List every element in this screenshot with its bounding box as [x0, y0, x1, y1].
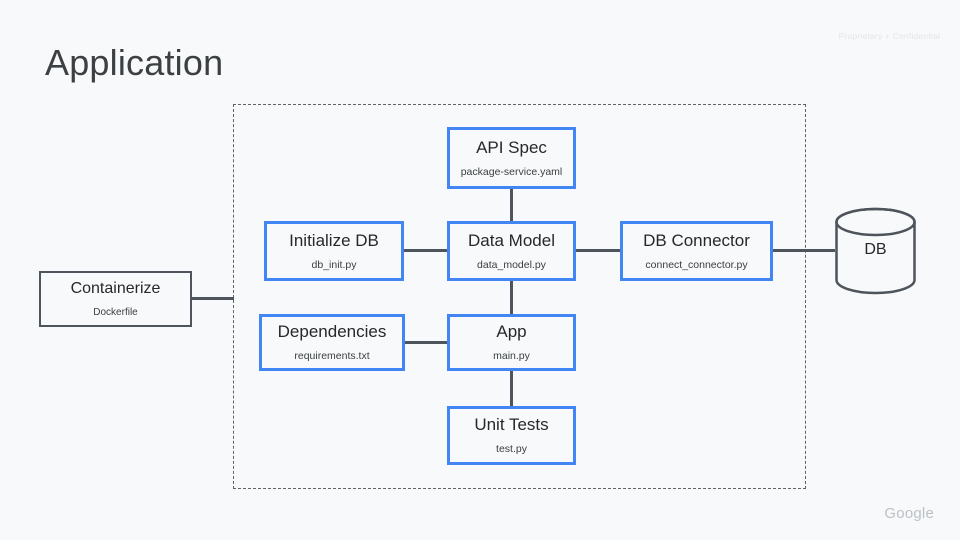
node-app-subtitle: main.py: [493, 350, 530, 362]
google-brand-logo: Google: [884, 505, 934, 522]
node-api-spec[interactable]: API Spec package-service.yaml: [447, 127, 576, 189]
node-initialize-db-title: Initialize DB: [289, 230, 379, 250]
node-dependencies-subtitle: requirements.txt: [294, 350, 370, 362]
node-data-model-subtitle: data_model.py: [477, 258, 546, 271]
node-initialize-db-subtitle: db_init.py: [311, 258, 357, 271]
node-dependencies[interactable]: Dependencies requirements.txt: [259, 314, 405, 371]
node-initialize-db[interactable]: Initialize DB db_init.py: [264, 221, 404, 281]
node-data-model[interactable]: Data Model data_model.py: [447, 221, 576, 281]
node-unit-tests-title: Unit Tests: [474, 415, 549, 435]
node-containerize-title: Containerize: [70, 280, 161, 298]
node-db-connector-title: DB Connector: [643, 230, 750, 250]
node-db-connector[interactable]: DB Connector connect_connector.py: [620, 221, 773, 281]
node-containerize-subtitle: Dockerfile: [93, 306, 138, 318]
edge-datamodel-to-app: [510, 279, 513, 315]
node-app-title: App: [496, 322, 527, 342]
node-dependencies-title: Dependencies: [277, 322, 387, 342]
edge-containerize-to-boundary: [191, 297, 234, 300]
application-boundary: [233, 104, 806, 489]
node-api-spec-title: API Spec: [476, 137, 547, 157]
node-unit-tests-subtitle: test.py: [496, 443, 527, 455]
database-cylinder-icon[interactable]: [834, 207, 917, 295]
edge-datamodel-to-dbconnector: [574, 249, 622, 252]
edge-app-to-unittests: [510, 370, 513, 406]
edge-dependencies-to-app: [403, 341, 449, 344]
node-data-model-title: Data Model: [468, 230, 555, 250]
confidentiality-notice: Proprietary + Confidential: [838, 31, 940, 41]
page-title: Application: [45, 42, 224, 83]
edge-dbconnector-to-database: [771, 249, 835, 252]
node-containerize[interactable]: Containerize Dockerfile: [39, 271, 192, 327]
database-label: DB: [864, 241, 887, 258]
edge-apispec-to-datamodel: [510, 188, 513, 222]
node-unit-tests[interactable]: Unit Tests test.py: [447, 406, 576, 465]
node-db-connector-subtitle: connect_connector.py: [645, 258, 748, 271]
edge-initializedb-to-datamodel: [403, 249, 449, 252]
node-api-spec-subtitle: package-service.yaml: [460, 165, 563, 178]
node-app[interactable]: App main.py: [447, 314, 576, 371]
